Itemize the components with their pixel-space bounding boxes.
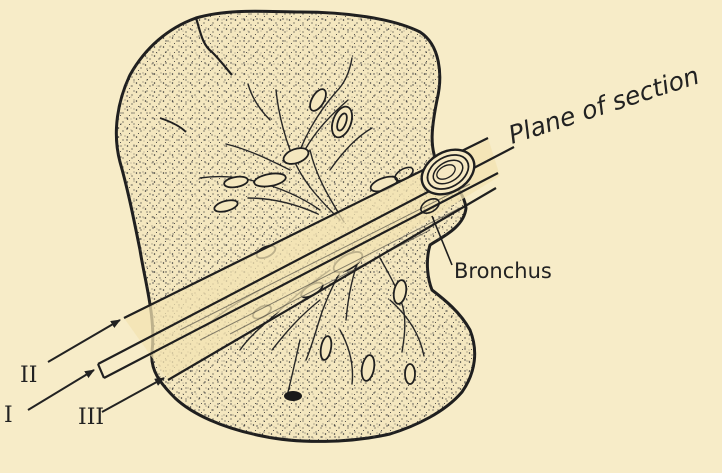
arrow-iii [102, 378, 164, 412]
arrow-ii-label: II [20, 363, 37, 388]
arrow-iii-label: III [78, 405, 104, 430]
arrow-i-label: I [4, 403, 13, 428]
bronchus-label: Bronchus [454, 259, 552, 283]
plane-of-section-label: Plane of section [505, 61, 703, 150]
tissue-mark [284, 391, 302, 401]
arrow-i [28, 370, 94, 410]
arrow-ii [48, 320, 120, 362]
